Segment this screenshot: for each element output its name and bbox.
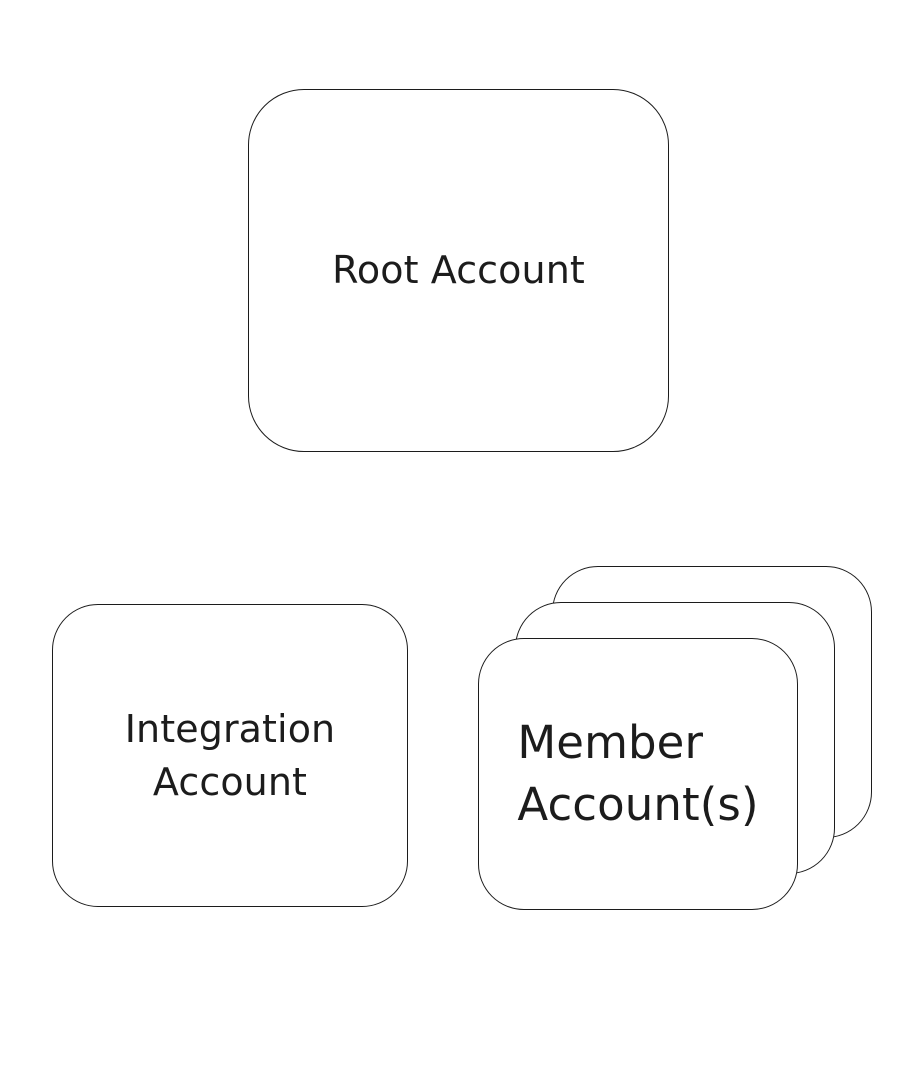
node-root-account[interactable]: Root Account: [248, 89, 669, 452]
node-member-account-label: Member Account(s): [517, 715, 759, 831]
member-account-card-front[interactable]: Member Account(s): [478, 638, 798, 910]
node-integration-account[interactable]: Integration Account: [52, 604, 408, 907]
node-integration-account-label: Integration Account: [124, 707, 336, 804]
node-root-account-label: Root Account: [332, 248, 585, 293]
node-member-account-stack[interactable]: Member Account(s): [478, 566, 878, 914]
